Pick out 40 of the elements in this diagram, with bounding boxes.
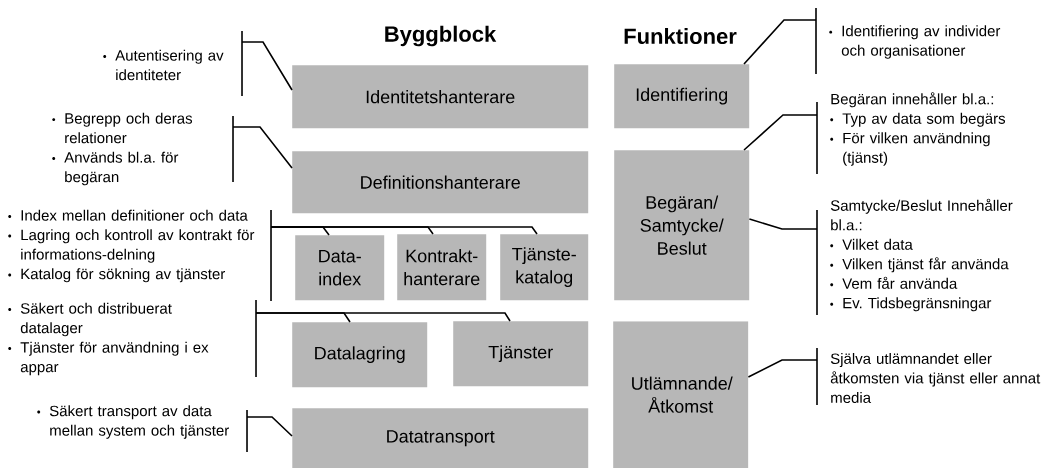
block-box: Identifiering bbox=[614, 64, 750, 129]
leader-line bbox=[255, 312, 511, 322]
leader-line bbox=[743, 19, 817, 65]
block-box: Data- index bbox=[295, 235, 385, 301]
callout-heading: Samtycke/Beslut Innehåller bl.a.: bbox=[830, 198, 1013, 231]
bullet-item: Vilket data bbox=[830, 238, 913, 250]
block-box: Tjänste- katalog bbox=[500, 234, 589, 301]
column-heading: Funktioner bbox=[624, 27, 737, 45]
callout-text: Själva utlämnandet eller åtkomsten via tjänst eller annat media bbox=[830, 353, 1041, 403]
block-box: Begäran/ Samtycke/ Beslut bbox=[614, 150, 750, 301]
bullet-item: Säkert och distribuerat datalager bbox=[8, 302, 172, 337]
bullet-item: Ev. Tidsbegränsningar bbox=[830, 297, 992, 312]
bullet-item: Identifiering av individer och organisationer bbox=[829, 25, 1001, 59]
bullet-item: Lagring och kontroll av kontrakt för informations-delning bbox=[8, 229, 255, 263]
block-box: Definitionshanterare bbox=[292, 151, 589, 214]
bullet-item: Används bl.a. för begäran bbox=[52, 151, 179, 186]
bullet-item: Vem får använda bbox=[830, 276, 958, 289]
bullet-item: Typ av data som begärs bbox=[830, 112, 1006, 127]
bullet-item: Index mellan definitioner och data bbox=[8, 209, 248, 221]
bullet-item: Autentisering av identiteter bbox=[103, 49, 224, 81]
leader-line bbox=[241, 41, 293, 91]
leader-line bbox=[743, 114, 818, 151]
bullet-item: Vilken tjänst får använda bbox=[830, 257, 1009, 273]
block-box: Kontrakt- hanterare bbox=[397, 234, 487, 301]
bullet-item: Säkert transport av data mellan system och tjänster bbox=[37, 405, 229, 439]
block-box: Datatransport bbox=[292, 408, 589, 468]
leader-line bbox=[747, 359, 818, 378]
leader-line bbox=[270, 226, 538, 235]
bullet-item: Tjänster för användning i ex appar bbox=[8, 341, 209, 376]
leader-line bbox=[246, 416, 293, 437]
block-box: Tjänster bbox=[453, 321, 589, 387]
block-box: Datalagring bbox=[292, 322, 428, 388]
leader-line bbox=[748, 218, 818, 230]
block-box: Utlämnande/ Åtkomst bbox=[613, 321, 749, 468]
callout-heading: Begäran innehåller bl.a.: bbox=[831, 92, 994, 108]
block-box: Identitetshanterare bbox=[292, 65, 589, 129]
bullet-item: För vilken användning (tjänst) bbox=[830, 132, 990, 166]
leader-line bbox=[232, 126, 293, 169]
bullet-item: Katalog för sökning av tjänster bbox=[8, 268, 226, 283]
bullet-item: Begrepp och deras relationer bbox=[52, 112, 193, 144]
